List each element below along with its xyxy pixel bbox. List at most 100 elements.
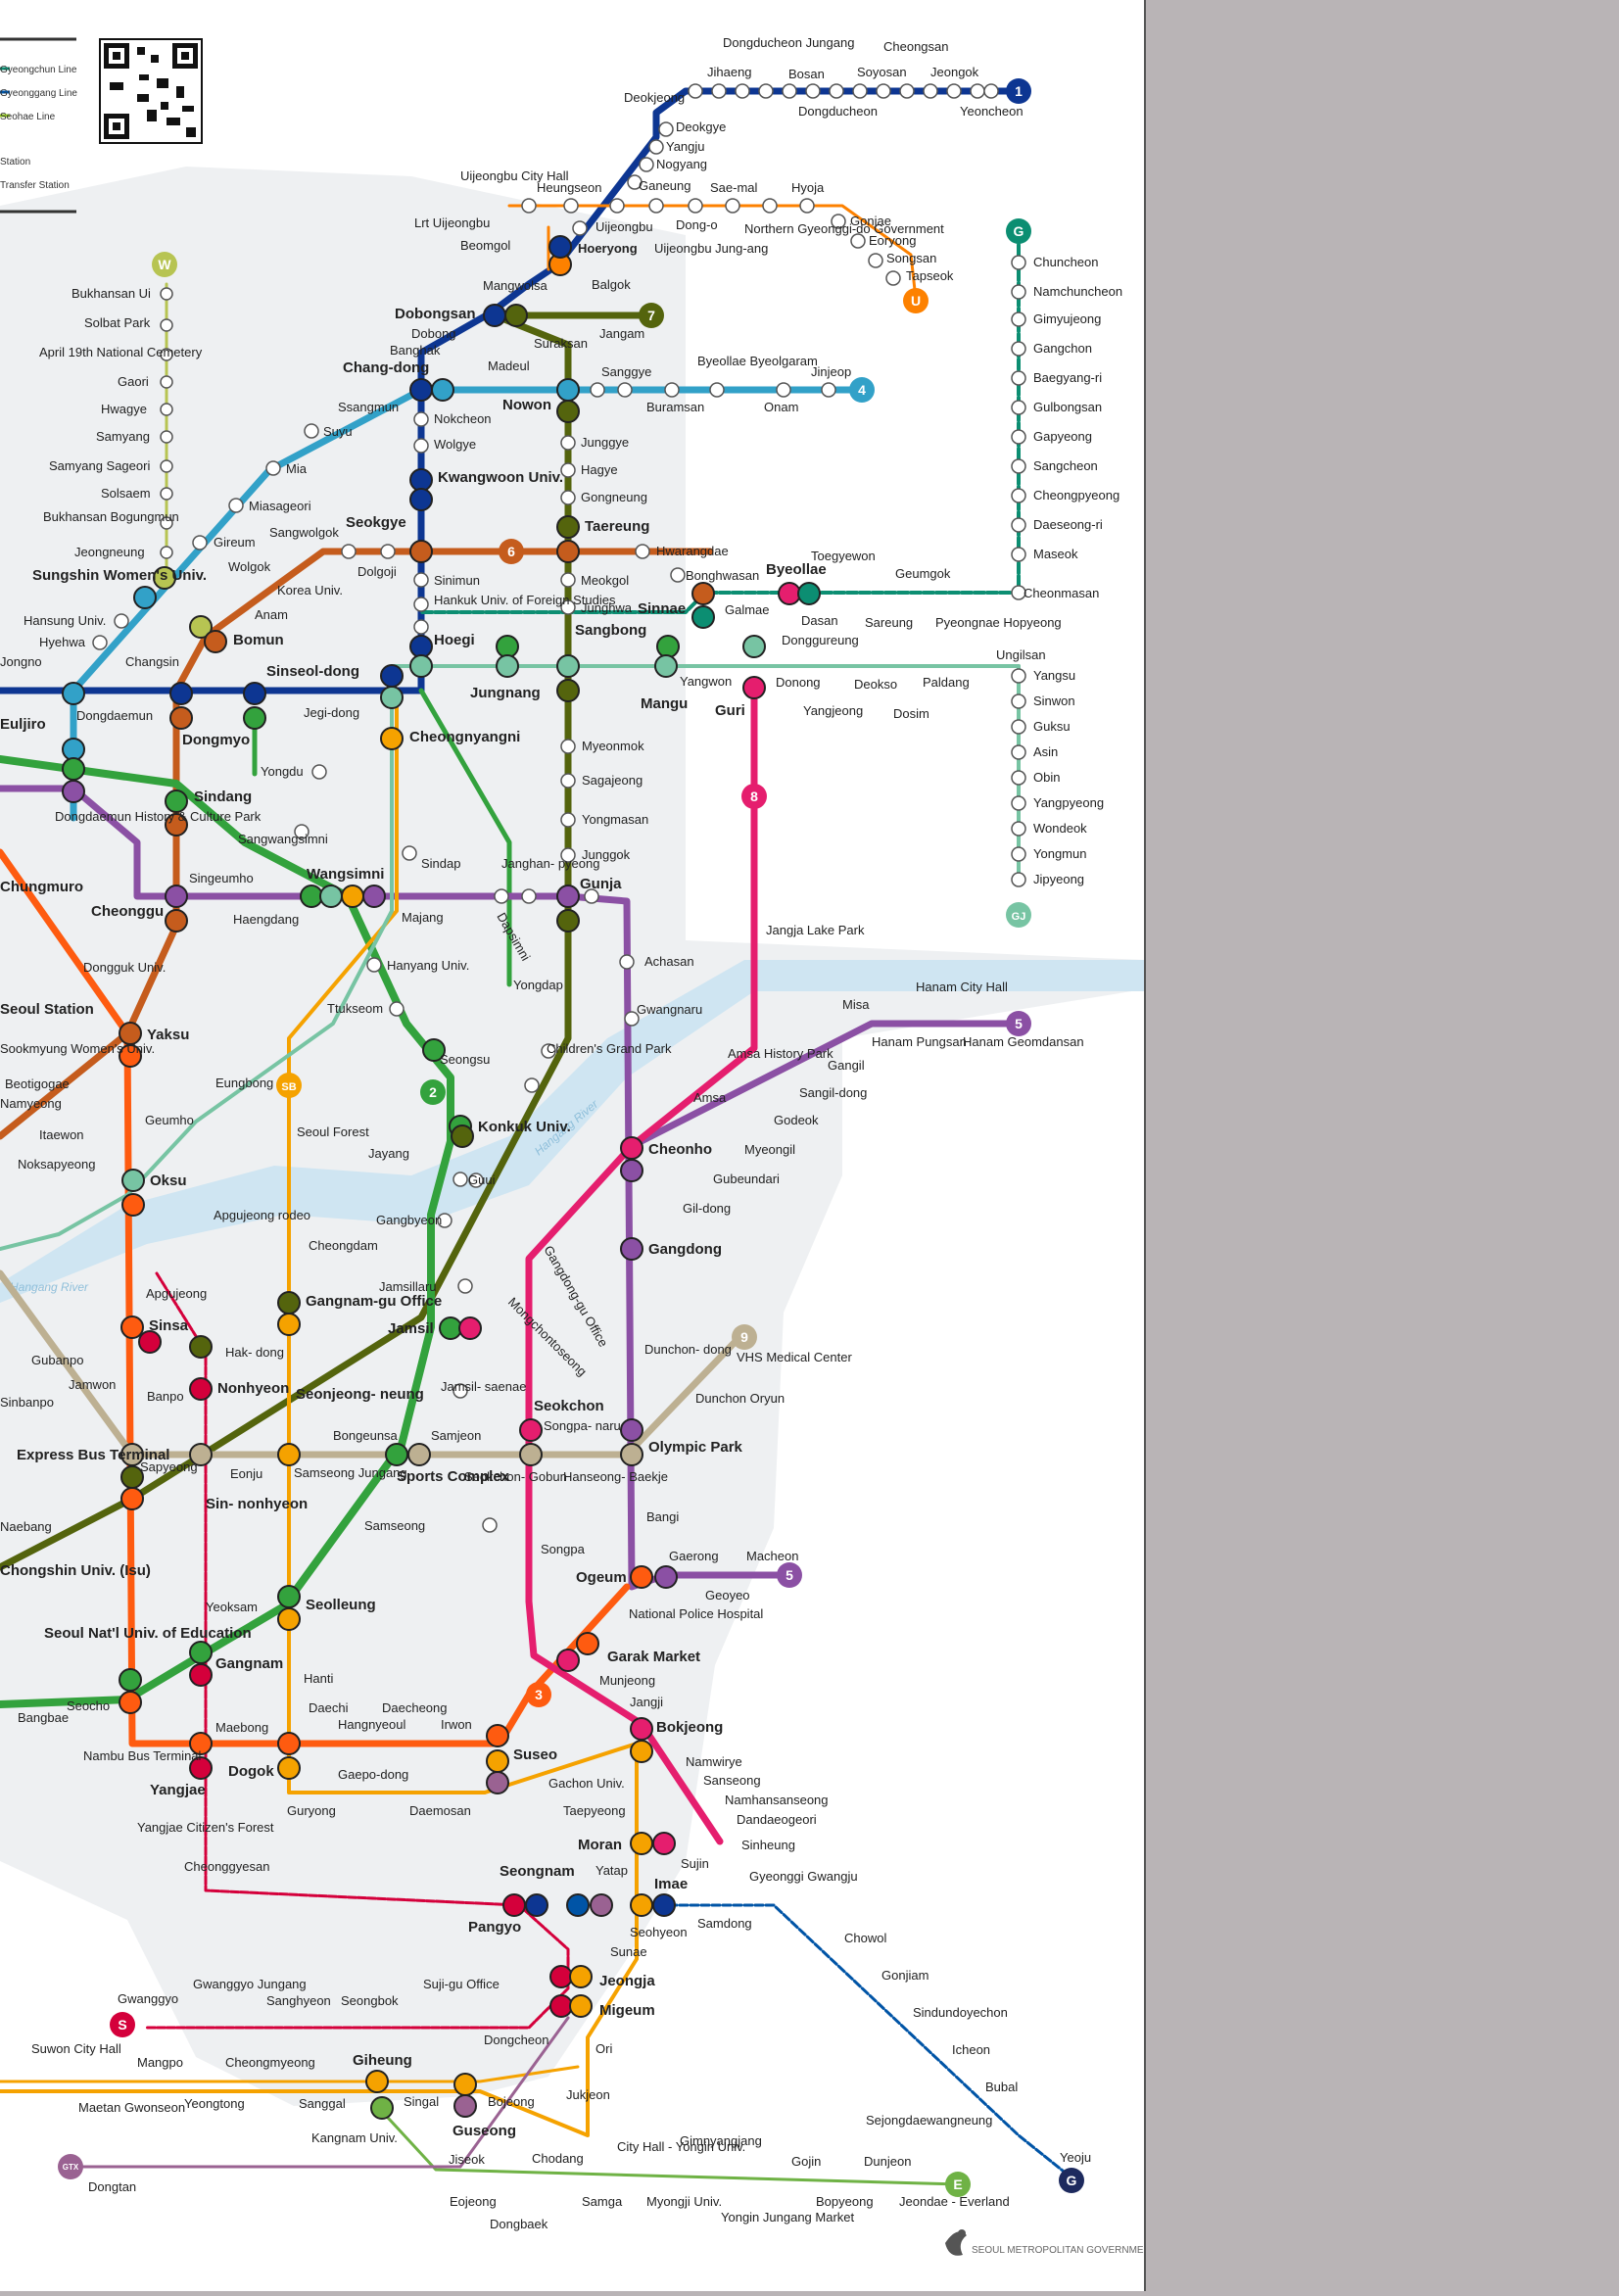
- station-label: Yeoju: [1060, 2150, 1091, 2165]
- station-label: Daeseong-ri: [1033, 517, 1103, 532]
- station-label: Jeongneung: [74, 545, 145, 559]
- station-label: Amsa: [693, 1090, 727, 1105]
- station-label: Gangil: [828, 1058, 865, 1073]
- legend-item: Transfer Station: [0, 180, 70, 191]
- badge-lineG: G: [1014, 223, 1024, 239]
- station-label: Namwirye: [686, 1754, 742, 1769]
- station-label: Junghwa: [581, 600, 633, 615]
- station-label: Solbat Park: [84, 315, 151, 330]
- badge-line2: 2: [429, 1084, 437, 1100]
- station-label: Byeollae: [766, 561, 827, 578]
- station-label: Gangdong: [648, 1241, 722, 1258]
- seoul-government-logo: SEOUL METROPOLITAN GOVERNMENT: [945, 2229, 1157, 2256]
- station-label: Sangwangsimni: [238, 832, 328, 846]
- station-label: Seokgye: [346, 514, 406, 531]
- station-label: Dobong: [411, 326, 456, 341]
- station-label: Cheongsan: [883, 39, 949, 54]
- station-label: Yeongtong: [184, 2096, 245, 2111]
- station-label: Bonghwasan: [686, 568, 759, 583]
- station-label: Uijeongbu City Hall: [460, 168, 569, 183]
- station-label: Yongin Jungang Market: [721, 2210, 855, 2224]
- station-label: Samga: [582, 2194, 623, 2209]
- station-label: Deokso: [854, 677, 897, 692]
- badge-lineS: S: [118, 2017, 126, 2033]
- station-label: Imae: [654, 1876, 688, 1892]
- station-label: Apgujeong: [146, 1286, 207, 1301]
- station-label: Sinheung: [741, 1838, 795, 1852]
- station-label: Jeondae - Everland: [899, 2194, 1010, 2209]
- station-label: Gangbyeon: [376, 1213, 442, 1227]
- station-label: Gunja: [580, 876, 622, 892]
- station-label: Chowol: [844, 1931, 886, 1945]
- station-label: Sangcheon: [1033, 458, 1098, 473]
- station-label: Sports Complex: [397, 1468, 510, 1485]
- station-label: Sinseol-dong: [266, 663, 359, 680]
- station-label: Eungbong: [215, 1076, 273, 1090]
- station-label: Yeoncheon: [960, 104, 1024, 119]
- station-label: Hanyang Univ.: [387, 958, 469, 973]
- station-label: Obin: [1033, 770, 1060, 785]
- station-label: Seongsu: [440, 1052, 490, 1067]
- station-label: Seonjeong- neung: [296, 1386, 424, 1403]
- station-label: Chodang: [532, 2151, 584, 2166]
- station-label: Sinsa: [149, 1317, 189, 1334]
- station-label: Sapyeong: [140, 1459, 198, 1474]
- station-label: Onam: [764, 400, 798, 414]
- station-label: Jiseok: [449, 2152, 485, 2167]
- station-label: Guryong: [287, 1803, 336, 1818]
- station-label: Hanam City Hall: [916, 980, 1008, 994]
- station-label: Ogeum: [576, 1569, 627, 1586]
- station-label: Nokcheon: [434, 411, 492, 426]
- station-label: Suseo: [513, 1746, 557, 1763]
- station-label: Gulbongsan: [1033, 400, 1102, 414]
- station-label: Euljiro: [0, 716, 46, 733]
- station-label: Samyang: [96, 429, 150, 444]
- station-label: Icheon: [952, 2042, 990, 2057]
- station-label: Dogok: [228, 1763, 274, 1780]
- station-label: Itaewon: [39, 1127, 84, 1142]
- legend-item: Gyeongchun Line: [0, 65, 77, 75]
- badge-lineGG: G: [1067, 2173, 1077, 2188]
- station-label: Gaori: [118, 374, 149, 389]
- station-label: Cheonggu: [91, 903, 164, 920]
- station-label: Eojeong: [450, 2194, 497, 2209]
- station-label: Gubanpo: [31, 1353, 84, 1367]
- station-label: Pyeongnae Hopyeong: [935, 615, 1062, 630]
- station-label: Seocho: [67, 1698, 110, 1713]
- legend: Gyeongchun Line Gyeonggang Line Seohae L…: [0, 37, 77, 214]
- station-label: Express Bus Terminal: [17, 1447, 169, 1463]
- station-label: Dongtan: [88, 2179, 136, 2194]
- station-label: Songsan: [886, 251, 936, 265]
- station-label: Hangnyeoul: [338, 1717, 405, 1732]
- station-label: Yangju: [666, 139, 705, 154]
- subway-map[interactable]: Hangang River Hangang River Gyeongchun L…: [0, 0, 1157, 2291]
- station-label: Taepyeong: [563, 1803, 626, 1818]
- badge-lineGJ: GJ: [1012, 911, 1026, 923]
- station-label: Banpo: [147, 1389, 184, 1404]
- badge-lineSB: SB: [281, 1081, 296, 1093]
- station-label: Dandaeogeori: [737, 1812, 817, 1827]
- station-label: Dongcheon: [484, 2033, 549, 2047]
- station-label: Samseong: [364, 1518, 425, 1533]
- station-label: Yangjae Citizen's Forest: [137, 1820, 274, 1835]
- station-label: Sagajeong: [582, 773, 643, 788]
- station-label: Suraksan: [534, 336, 588, 351]
- station-label: Gongneung: [581, 490, 647, 504]
- station-label: Donong: [776, 675, 821, 690]
- station-label: Migeum: [599, 2002, 655, 2019]
- station-label: Haengdang: [233, 912, 299, 927]
- station-label: Gonjiam: [881, 1968, 929, 1983]
- station-label: Hak- dong: [225, 1345, 284, 1360]
- station-label: Mangwolsa: [483, 278, 548, 293]
- station-label: Yongdu: [261, 764, 304, 779]
- station-label: Bongeunsa: [333, 1428, 399, 1443]
- station-label: April 19th National Cemetery: [39, 345, 203, 359]
- station-label: Beotigogae: [5, 1076, 70, 1091]
- station-label: Donggureung: [782, 633, 859, 647]
- station-label: Amsa History Park: [728, 1046, 833, 1061]
- station-label: Sinwon: [1033, 694, 1075, 708]
- station-label: Chang-dong: [343, 359, 429, 376]
- station-label: Dasan: [801, 613, 838, 628]
- station-label: Giheung: [353, 2052, 412, 2069]
- station-label: Olympic Park: [648, 1439, 743, 1456]
